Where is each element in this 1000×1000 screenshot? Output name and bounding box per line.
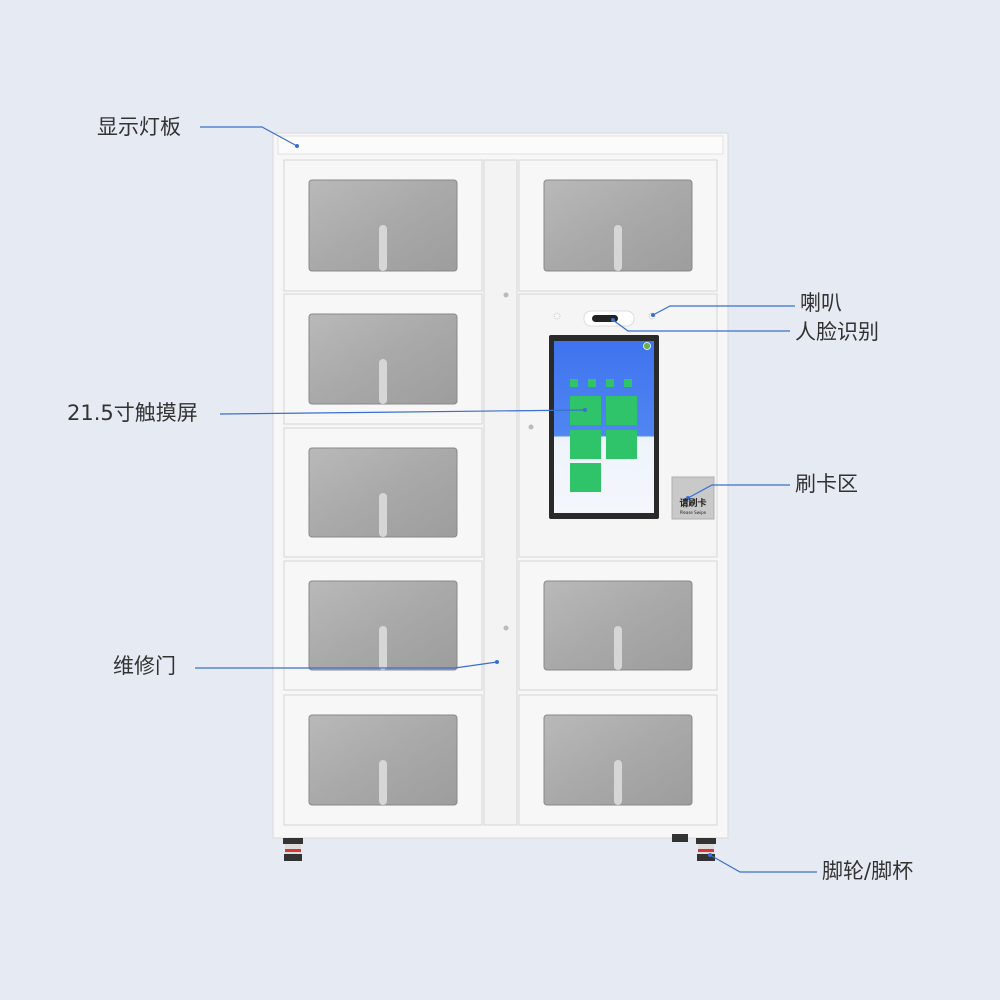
door-handle[interactable] — [379, 493, 387, 537]
door-handle[interactable] — [379, 359, 387, 404]
mic-icon — [553, 312, 561, 320]
label-face-recognition: 人脸识别 — [795, 320, 879, 344]
locker-door[interactable] — [518, 159, 718, 292]
door-handle[interactable] — [379, 626, 387, 670]
door-handle[interactable] — [379, 225, 387, 271]
card-reader[interactable] — [671, 476, 715, 520]
label-speaker: 喇叭 — [800, 291, 842, 315]
maintenance-door[interactable] — [483, 159, 518, 826]
locker-door[interactable] — [518, 560, 718, 691]
speaker-icon — [648, 312, 656, 320]
label-light-panel: 显示灯板 — [97, 115, 181, 139]
locker-door[interactable] — [283, 159, 483, 292]
locker-door[interactable] — [283, 694, 483, 826]
label-casters: 脚轮/脚杯 — [822, 859, 914, 883]
door-handle[interactable] — [614, 626, 622, 670]
leader-lines — [195, 126, 817, 873]
door-handle[interactable] — [614, 760, 622, 805]
card-reader-text: 请刷卡 — [679, 497, 706, 509]
locker-door[interactable] — [283, 427, 483, 558]
door-handle[interactable] — [379, 760, 387, 805]
label-maintenance-door: 维修门 — [113, 654, 176, 678]
screen-tiles[interactable] — [570, 379, 637, 492]
light-panel — [277, 135, 724, 155]
locker-doors — [283, 159, 718, 826]
locker-door[interactable] — [283, 560, 483, 691]
door-handle[interactable] — [614, 225, 622, 271]
card-reader-subtext: Please Swipe — [680, 510, 707, 515]
label-touch-screen: 21.5寸触摸屏 — [67, 401, 198, 425]
caster-feet — [283, 834, 716, 861]
label-card-area: 刷卡区 — [795, 472, 858, 496]
locker-door[interactable] — [518, 694, 718, 826]
locker-door[interactable] — [283, 293, 483, 425]
